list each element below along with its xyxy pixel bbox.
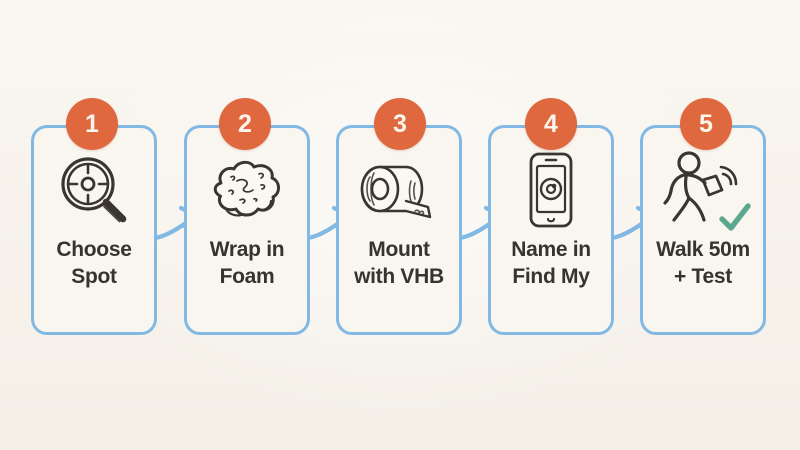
step-number-4: 4 [544,109,558,138]
step-number-5: 5 [699,109,713,138]
step-badge-1: 1 [66,98,118,150]
step-label-4-line2: Find My [512,265,590,288]
green-checkmark-icon [719,203,751,231]
step-card-1[interactable]: Choose Spot [31,125,157,335]
step-label-4: Name in Find My [490,236,612,290]
step-label-1-line2: Spot [71,265,117,288]
step-card-5[interactable]: Walk 50m + Test [640,125,766,335]
step-label-2-line1: Wrap in [209,238,285,261]
step-label-3: Mount with VHB [338,236,460,290]
step-number-2: 2 [238,109,252,138]
step-card-4[interactable]: Name in Find My [488,125,614,335]
walking-person-phone-signal-icon [660,150,751,231]
step-label-5: Walk 50m + Test [642,236,764,290]
step-number-1: 1 [85,109,99,138]
step-label-2-line2: Foam [219,265,275,288]
step-card-3[interactable]: Mount with VHB [336,125,462,335]
step-badge-4: 4 [525,98,577,150]
step-label-2: Wrap in Foam [186,236,308,290]
step-label-1-line1: Choose [56,238,132,261]
step-label-1: Choose Spot [33,236,155,290]
step-label-4-line1: Name in [511,238,591,261]
foam-blob-icon [204,150,290,230]
step-badge-2: 2 [219,98,271,150]
step-card-2[interactable]: Wrap in Foam [184,125,310,335]
magnifier-target-icon [51,150,137,230]
smartphone-tracker-icon [508,150,594,230]
step-label-5-line2: + Test [674,265,732,288]
step-number-3: 3 [393,109,407,138]
step-label-5-line1: Walk 50m [656,238,750,261]
tape-roll-icon [356,150,442,230]
step-badge-5: 5 [680,98,732,150]
step-badge-3: 3 [374,98,426,150]
step-label-3-line1: Mount [368,238,430,261]
step-label-3-line2: with VHB [354,265,444,288]
